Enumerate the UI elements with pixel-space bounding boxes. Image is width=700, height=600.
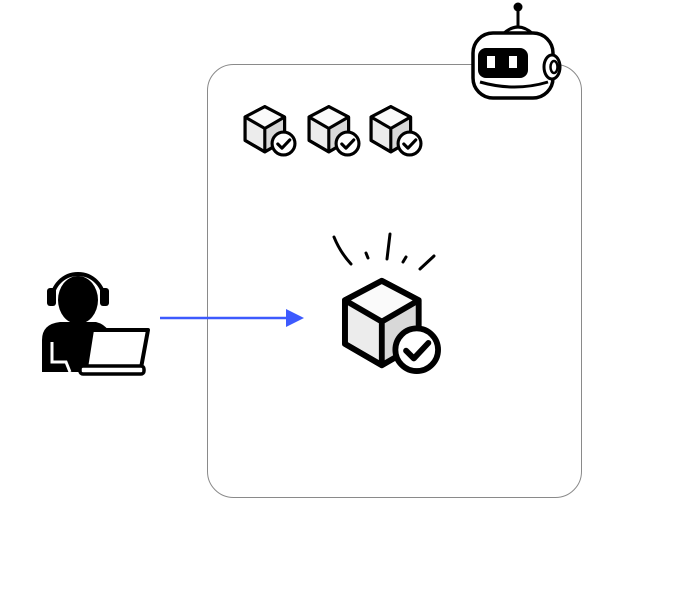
verified-cube-shining-icon (332, 232, 438, 371)
container-box (207, 64, 582, 498)
verified-cube-icon-2 (307, 105, 361, 157)
robot-icon (471, 2, 562, 100)
support-agent-laptop-icon (42, 272, 150, 376)
verified-cube-icon-1 (243, 105, 297, 157)
verified-cube-icon-3 (369, 105, 423, 157)
flow-arrow (160, 309, 304, 327)
